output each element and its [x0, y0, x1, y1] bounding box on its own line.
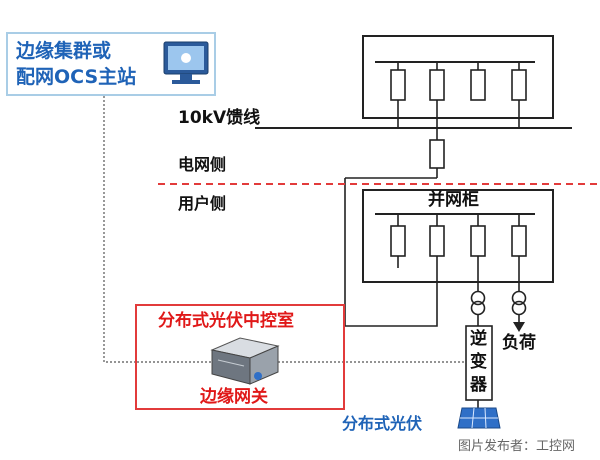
load-label: 负荷	[502, 333, 536, 353]
substation-breakers	[390, 62, 527, 132]
watermark: 图片发布者：工控网	[458, 439, 576, 454]
distributed-pv-label: 分布式光伏	[342, 414, 423, 433]
inverter-label-2: 变	[470, 352, 487, 372]
pv-control-room-label: 分布式光伏中控室	[158, 311, 294, 331]
cabinet-breakers	[390, 214, 527, 292]
inverter-label-1: 逆	[470, 329, 487, 349]
edge-gateway-label: 边缘网关	[200, 387, 268, 407]
gateway-device-icon	[210, 337, 280, 385]
communication-link	[103, 96, 466, 363]
solar-panel-icon	[457, 407, 501, 429]
grid-side-label: 电网侧	[178, 155, 227, 174]
feeder-to-cabinet	[344, 132, 445, 326]
master-station-label-2: 配网OCS主站	[16, 66, 137, 88]
inverter-box	[465, 325, 493, 401]
cabinet-to-control-room	[345, 262, 438, 327]
substation-box	[362, 35, 554, 119]
master-station-label-1: 边缘集群或	[16, 40, 112, 62]
monitor-icon	[163, 41, 209, 84]
load-arrow	[513, 322, 525, 332]
feeder-label: 10kV馈线	[178, 108, 261, 128]
grid-cabinet-box	[362, 189, 554, 283]
inverter-label-3: 器	[470, 375, 487, 395]
transformer-icon	[470, 290, 486, 326]
grid-cabinet-label: 并网柜	[428, 190, 479, 210]
user-side-label: 用户侧	[178, 194, 227, 213]
